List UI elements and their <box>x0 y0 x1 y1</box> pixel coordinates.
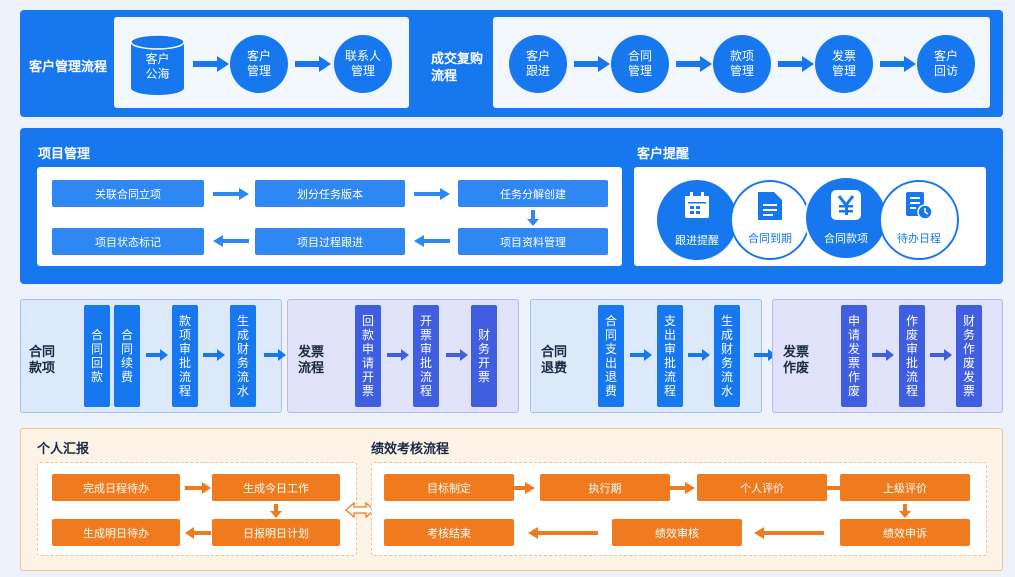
project-step-status-mark[interactable]: 项目状态标记 <box>52 228 204 255</box>
arrow-right-icon <box>505 482 535 494</box>
performance-title: 绩效考核流程 <box>371 441 450 456</box>
bar-finance-flow-2[interactable]: 生成财务流水 <box>714 305 740 407</box>
reminder-followup[interactable]: 跟进提醒 <box>657 180 737 260</box>
personal-step-complete-todo[interactable]: 完成日程待办 <box>52 474 180 501</box>
project-step-task-create[interactable]: 任务分解创建 <box>458 180 608 207</box>
arrow-right-icon <box>872 349 894 361</box>
arrow-down-icon <box>899 504 911 518</box>
yen-icon <box>831 190 861 220</box>
reminder-contract-expire-label: 合同到期 <box>748 233 792 245</box>
project-step-link-contract[interactable]: 关联合同立项 <box>52 180 204 207</box>
bar-finance-void[interactable]: 财务作废发票 <box>956 305 982 407</box>
perf-step-superior-eval[interactable]: 上级评价 <box>840 474 970 501</box>
arrow-right-icon <box>193 56 229 72</box>
bar-expense-approval[interactable]: 支出审批流程 <box>657 305 683 407</box>
personal-step-today-work[interactable]: 生成今日工作 <box>212 474 340 501</box>
reminder-contract-expire[interactable]: 合同到期 <box>730 180 810 260</box>
project-title: 项目管理 <box>38 146 91 161</box>
customer-followup-node[interactable]: 客户 跟进 <box>509 35 567 93</box>
arrow-right-icon <box>630 349 652 361</box>
contact-manage-node[interactable]: 联系人 管理 <box>334 35 392 93</box>
arrow-right-icon <box>203 349 225 361</box>
arrow-right-icon <box>930 349 952 361</box>
arrow-right-icon <box>387 349 409 361</box>
customer-manage-node[interactable]: 客户 管理 <box>230 35 288 93</box>
arrow-down-icon <box>527 210 539 226</box>
arrow-right-icon <box>880 56 916 72</box>
perf-step-execute[interactable]: 执行期 <box>540 474 670 501</box>
bar-collection-invoice[interactable]: 回款申请开票 <box>355 305 381 407</box>
document-icon <box>758 192 782 220</box>
perf-step-goal[interactable]: 目标制定 <box>384 474 514 501</box>
invoice-void-label: 发票 作废 <box>783 344 810 375</box>
perf-step-end[interactable]: 考核结束 <box>384 519 514 546</box>
personal-step-tomorrow-todo[interactable]: 生成明日待办 <box>52 519 180 546</box>
bar-invoice-approval[interactable]: 开票审批流程 <box>413 305 439 407</box>
reminder-followup-label: 跟进提醒 <box>675 235 719 247</box>
arrow-right-icon <box>213 188 249 200</box>
calendar-icon <box>685 192 709 218</box>
reminder-contract-payment-label: 合同款项 <box>824 233 868 245</box>
arrow-left-icon <box>414 235 450 247</box>
perf-step-audit[interactable]: 绩效审核 <box>612 519 742 546</box>
arrow-right-icon <box>676 56 712 72</box>
personal-report-title: 个人汇报 <box>37 441 90 456</box>
reminder-todo-schedule-label: 待办日程 <box>897 233 941 245</box>
contract-manage-node[interactable]: 合同 管理 <box>611 35 669 93</box>
bar-finance-invoice[interactable]: 财务开票 <box>471 305 497 407</box>
customer-pool-node[interactable]: 客户 公海 <box>130 34 185 96</box>
arrow-right-icon <box>446 349 468 361</box>
arrow-right-icon <box>574 56 610 72</box>
arrow-right-icon <box>665 482 695 494</box>
clock-list-icon <box>906 192 933 220</box>
arrow-right-icon <box>295 56 331 72</box>
bar-contract-renewal[interactable]: 合同续费 <box>114 305 140 407</box>
bar-void-approval[interactable]: 作废审批流程 <box>899 305 925 407</box>
database-icon <box>130 34 185 95</box>
payment-manage-node[interactable]: 款项 管理 <box>713 35 771 93</box>
arrow-right-icon <box>688 349 710 361</box>
deal-flow-title: 成交复购 流程 <box>431 51 484 83</box>
arrow-left-icon <box>528 527 598 539</box>
project-step-material-manage[interactable]: 项目资料管理 <box>458 228 608 255</box>
customer-flow-title: 客户管理流程 <box>29 59 108 74</box>
customer-pool-label: 客户 公海 <box>145 52 170 81</box>
contract-refund-label: 合同 退费 <box>541 344 568 375</box>
arrow-left-icon <box>754 527 824 539</box>
reminder-todo-schedule[interactable]: 待办日程 <box>879 180 959 260</box>
perf-step-self-eval[interactable]: 个人评价 <box>697 474 827 501</box>
perf-step-appeal[interactable]: 绩效申诉 <box>840 519 970 546</box>
personal-step-daily-plan[interactable]: 日报明日计划 <box>212 519 340 546</box>
arrow-right-icon <box>146 349 168 361</box>
invoice-manage-node[interactable]: 发票 管理 <box>815 35 873 93</box>
arrow-down-icon <box>270 504 282 518</box>
bar-finance-flow-1[interactable]: 生成财务流水 <box>230 305 256 407</box>
arrow-right-icon <box>264 349 286 361</box>
contract-payment-label: 合同 款项 <box>29 344 56 375</box>
bar-contract-refund[interactable]: 合同支出退费 <box>598 305 624 407</box>
reminder-contract-payment[interactable]: 合同款项 <box>804 176 888 260</box>
arrow-right-icon <box>414 188 450 200</box>
bar-apply-void[interactable]: 申请发票作废 <box>841 305 867 407</box>
project-step-process-follow[interactable]: 项目过程跟进 <box>255 228 405 255</box>
reminder-title: 客户提醒 <box>637 146 690 161</box>
invoice-flow-label: 发票 流程 <box>298 344 325 375</box>
project-step-split-version[interactable]: 划分任务版本 <box>255 180 405 207</box>
arrow-right-icon <box>754 349 776 361</box>
arrow-right-icon <box>778 56 814 72</box>
arrow-left-icon <box>185 527 211 539</box>
bar-payment-approval[interactable]: 款项审批流程 <box>172 305 198 407</box>
bar-contract-collection[interactable]: 合同回款 <box>84 305 110 407</box>
arrow-right-icon <box>185 482 211 494</box>
customer-revisit-node[interactable]: 客户 回访 <box>917 35 975 93</box>
arrow-left-icon <box>213 235 249 247</box>
